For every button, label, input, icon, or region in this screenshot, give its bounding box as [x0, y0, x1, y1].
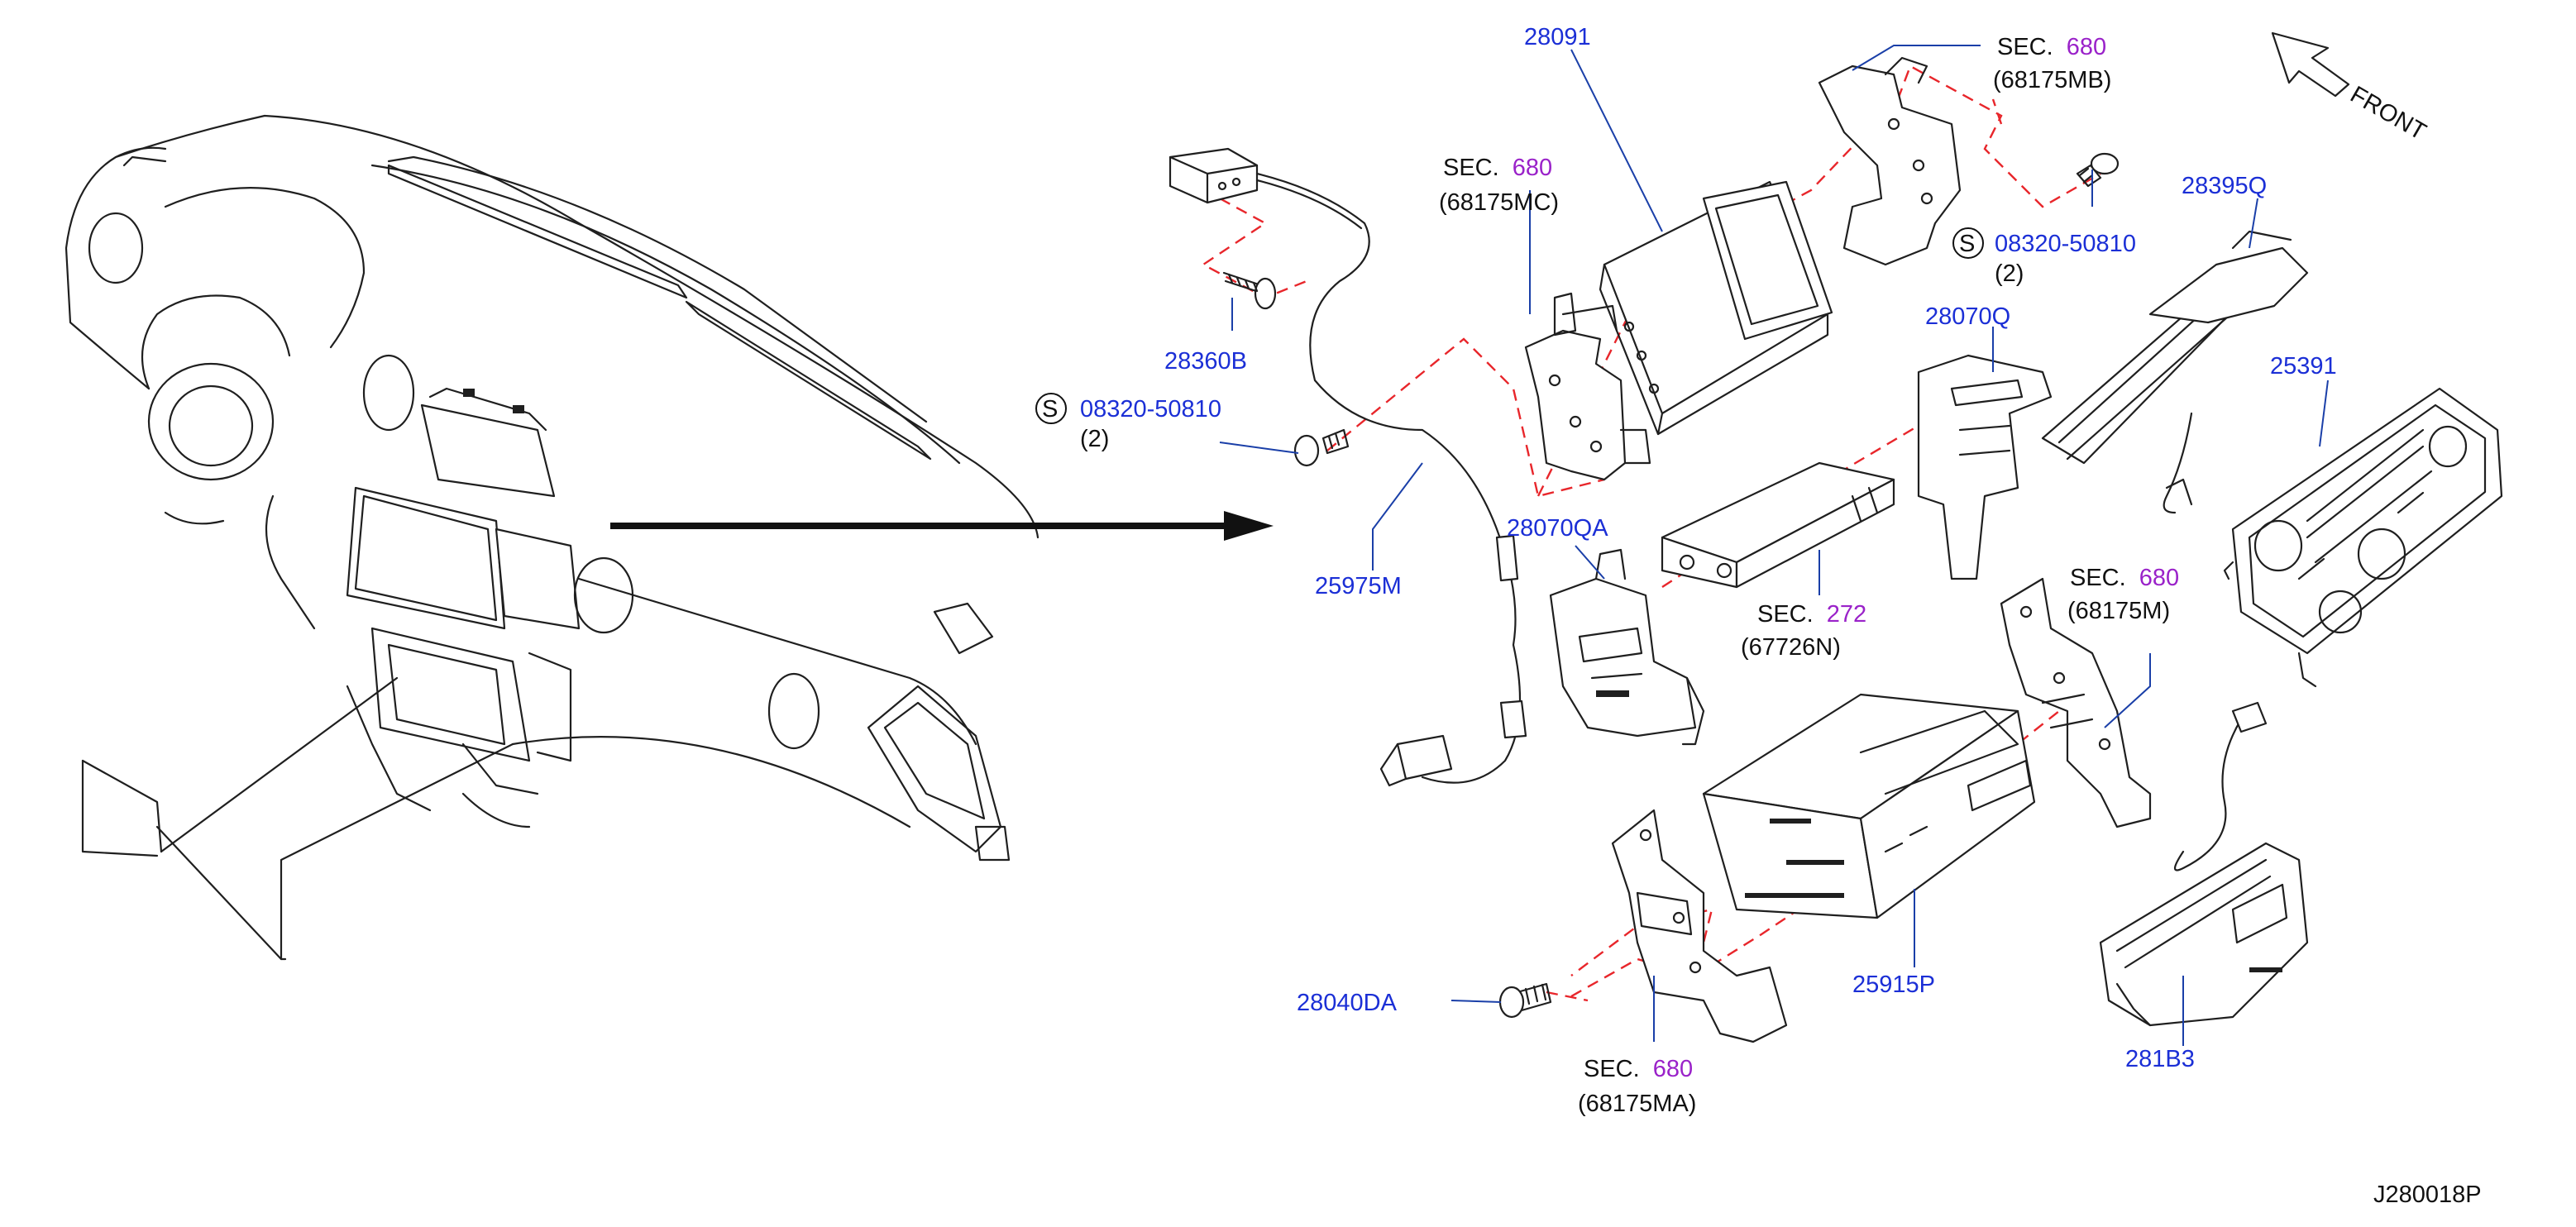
label-28091: 28091 — [1524, 24, 1591, 50]
diagram-id: J280018P — [2373, 1182, 2482, 1208]
leader-lines — [1219, 45, 2329, 1046]
dashboard-overview-illustration — [65, 114, 1039, 961]
label-25915P: 25915P — [1852, 972, 1935, 998]
arrow-outline-icon — [2271, 31, 2350, 98]
usb-cable-281B3 — [2099, 701, 2309, 1027]
bracket-28070Q — [1917, 354, 2053, 580]
label-25975M: 25975M — [1315, 573, 1402, 599]
bracket-28070QA — [1549, 548, 1705, 746]
harness-28395Q — [2041, 230, 2309, 514]
label-68175MA: (68175MA) — [1578, 1091, 1696, 1117]
screw-28360B — [1222, 271, 1277, 310]
label-sec-68175MB: SEC. 680 — [1997, 34, 2106, 60]
cd-unit-25915P — [1702, 693, 2036, 919]
bracket-68175MB — [1818, 56, 1962, 266]
label-67726N: (67726N) — [1741, 634, 1841, 661]
svg-text:S: S — [1042, 396, 1058, 423]
label-28360B: 28360B — [1164, 348, 1247, 375]
display-unit-28091 — [1599, 180, 1833, 436]
label-68175MC: (68175MC) — [1439, 189, 1559, 216]
control-panel-25391 — [2223, 387, 2503, 688]
label-281B3: 281B3 — [2125, 1046, 2195, 1072]
screw-symbol-right: S — [1952, 227, 1984, 259]
label-25391: 25391 — [2270, 353, 2337, 380]
label-sec-68175M: SEC. 680 — [2070, 565, 2179, 591]
bracket-68175MA — [1611, 809, 1788, 1043]
pointer-arrow — [610, 511, 1274, 541]
part-labels: 28091 SEC. 680 (68175MB) SEC. 680 (68175… — [1035, 24, 2482, 1208]
label-sec-68175MC: SEC. 680 — [1443, 155, 1552, 181]
module-67726N — [1661, 461, 1895, 589]
screw-symbol-left: S — [1035, 393, 1067, 424]
bracket-68175MC — [1524, 292, 1651, 481]
label-28070QA: 28070QA — [1507, 515, 1608, 542]
screw-08320-50810-left — [1293, 428, 1350, 467]
bracket-68175M — [2000, 577, 2152, 828]
label-qty-left: (2) — [1080, 426, 1109, 452]
svg-text:S: S — [1959, 231, 1975, 257]
label-28395Q: 28395Q — [2182, 173, 2267, 199]
label-68175M: (68175M) — [2067, 598, 2170, 624]
label-28070Q: 28070Q — [1925, 303, 2010, 330]
label-68175MB: (68175MB) — [1993, 67, 2111, 93]
label-sec-68175MA: SEC. 680 — [1584, 1056, 1693, 1082]
antenna-feeder-cable — [1169, 147, 1527, 787]
label-sec-67726N: SEC. 272 — [1757, 601, 1866, 628]
label-08320-50810-right: 08320-50810 — [1995, 231, 2136, 257]
label-qty-right: (2) — [1995, 260, 2024, 287]
screw-28040DA — [1498, 982, 1552, 1019]
screw-08320-50810-right — [2076, 152, 2120, 188]
label-28040DA: 28040DA — [1297, 990, 1398, 1016]
label-08320-50810-left: 08320-50810 — [1080, 396, 1221, 423]
front-direction-indicator: FRONT — [2271, 31, 2431, 146]
front-label: FRONT — [2346, 81, 2431, 146]
